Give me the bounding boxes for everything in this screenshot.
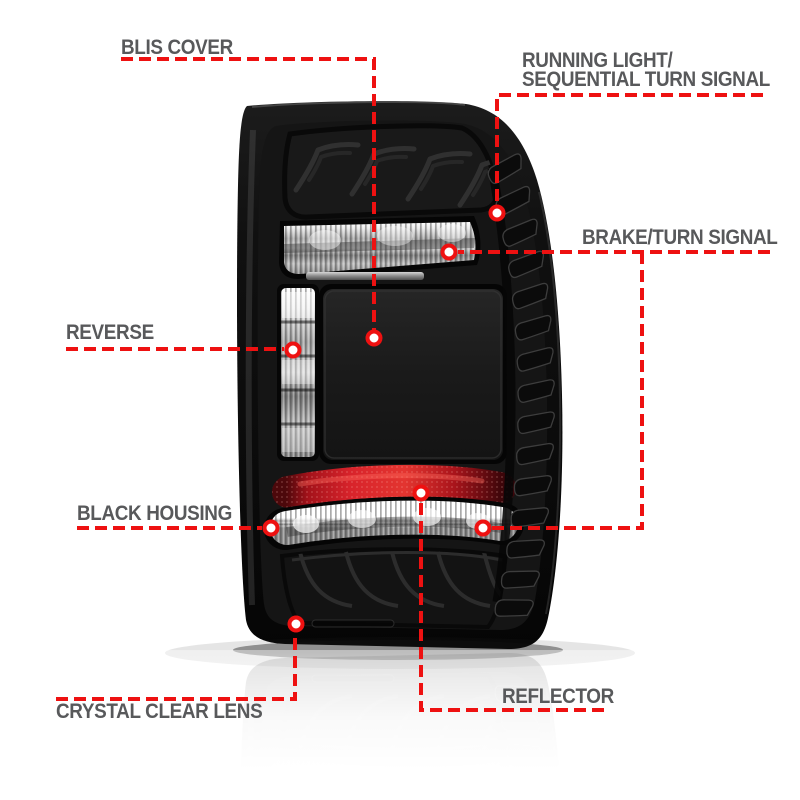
bottom-panel: [279, 547, 508, 630]
tread-panel-recess: [282, 123, 500, 220]
blis-cover-marker: [365, 329, 383, 347]
blis-cover-panel: [319, 284, 507, 464]
reflection-fade: [0, 650, 800, 800]
label-running-light-line2: SEQUENTIAL TURN SIGNAL: [522, 68, 770, 91]
brake-light-bar: [264, 496, 524, 550]
callout-lines: [56, 57, 770, 712]
reverse-marker: [284, 341, 302, 359]
blis-cover-face: [323, 289, 503, 460]
label-blis-cover: BLIS COVER: [121, 36, 233, 59]
reverse-ribs: [281, 288, 315, 457]
reflector-highlight: [297, 473, 485, 487]
label-reflector: REFLECTOR: [502, 685, 614, 708]
running-light-glow-1: [309, 230, 341, 250]
label-reverse: REVERSE: [66, 321, 154, 344]
running-light-midband: [284, 238, 475, 253]
black-housing-marker: [262, 519, 280, 537]
brake-led-1: [293, 515, 319, 533]
lamp-left-gloss-streak: [245, 129, 256, 606]
blis-cover-edge-highlight: [324, 290, 502, 459]
reflector-marker: [412, 484, 430, 502]
side-vent-grooves: [484, 152, 556, 624]
callout-markers: [262, 204, 506, 633]
reverse-bright-segment-2: [282, 360, 314, 384]
bottom-panel-grooves: [291, 551, 505, 608]
running-light-chrome-tab: [306, 272, 424, 280]
label-running-light: RUNNING LIGHT/ SEQUENTIAL TURN SIGNAL: [522, 49, 770, 91]
tail-light-photo: [236, 101, 563, 650]
running-light-glow-3: [438, 224, 466, 242]
running-light-bar: [279, 216, 481, 280]
running-light-ribs: [284, 222, 476, 274]
label-brake-turn-signal: BRAKE/TURN SIGNAL: [582, 226, 778, 249]
label-running-light-line1: RUNNING LIGHT/: [522, 49, 673, 72]
tread-grooves: [293, 142, 498, 208]
crystal-clear-lens-marker: [287, 615, 305, 633]
blis-cover-callout-line: [121, 57, 376, 330]
lamp-top-edge-highlight: [251, 101, 466, 108]
running-light-marker: [488, 204, 506, 222]
running-light-glow-2: [377, 226, 413, 246]
reverse-bright-segment-3: [282, 428, 314, 452]
brake-turn-marker-bottom: [474, 519, 492, 537]
crystal-clear-lens-callout-line: [56, 633, 297, 701]
reverse-light-strip: [277, 284, 319, 461]
brake-led-3: [413, 508, 441, 526]
reflector-strip: [272, 464, 516, 508]
reverse-bright-segment-1: [282, 292, 314, 318]
brake-turn-callout-line-bottom: [492, 252, 644, 530]
label-crystal-clear-lens: CRYSTAL CLEAR LENS: [56, 700, 263, 723]
reflector-callout-line: [419, 502, 604, 712]
brake-led-2: [348, 510, 376, 528]
reflector-texture: [272, 464, 516, 508]
brake-turn-marker-top: [440, 243, 458, 261]
label-black-housing: BLACK HOUSING: [77, 502, 232, 525]
bottom-slot: [311, 619, 395, 628]
